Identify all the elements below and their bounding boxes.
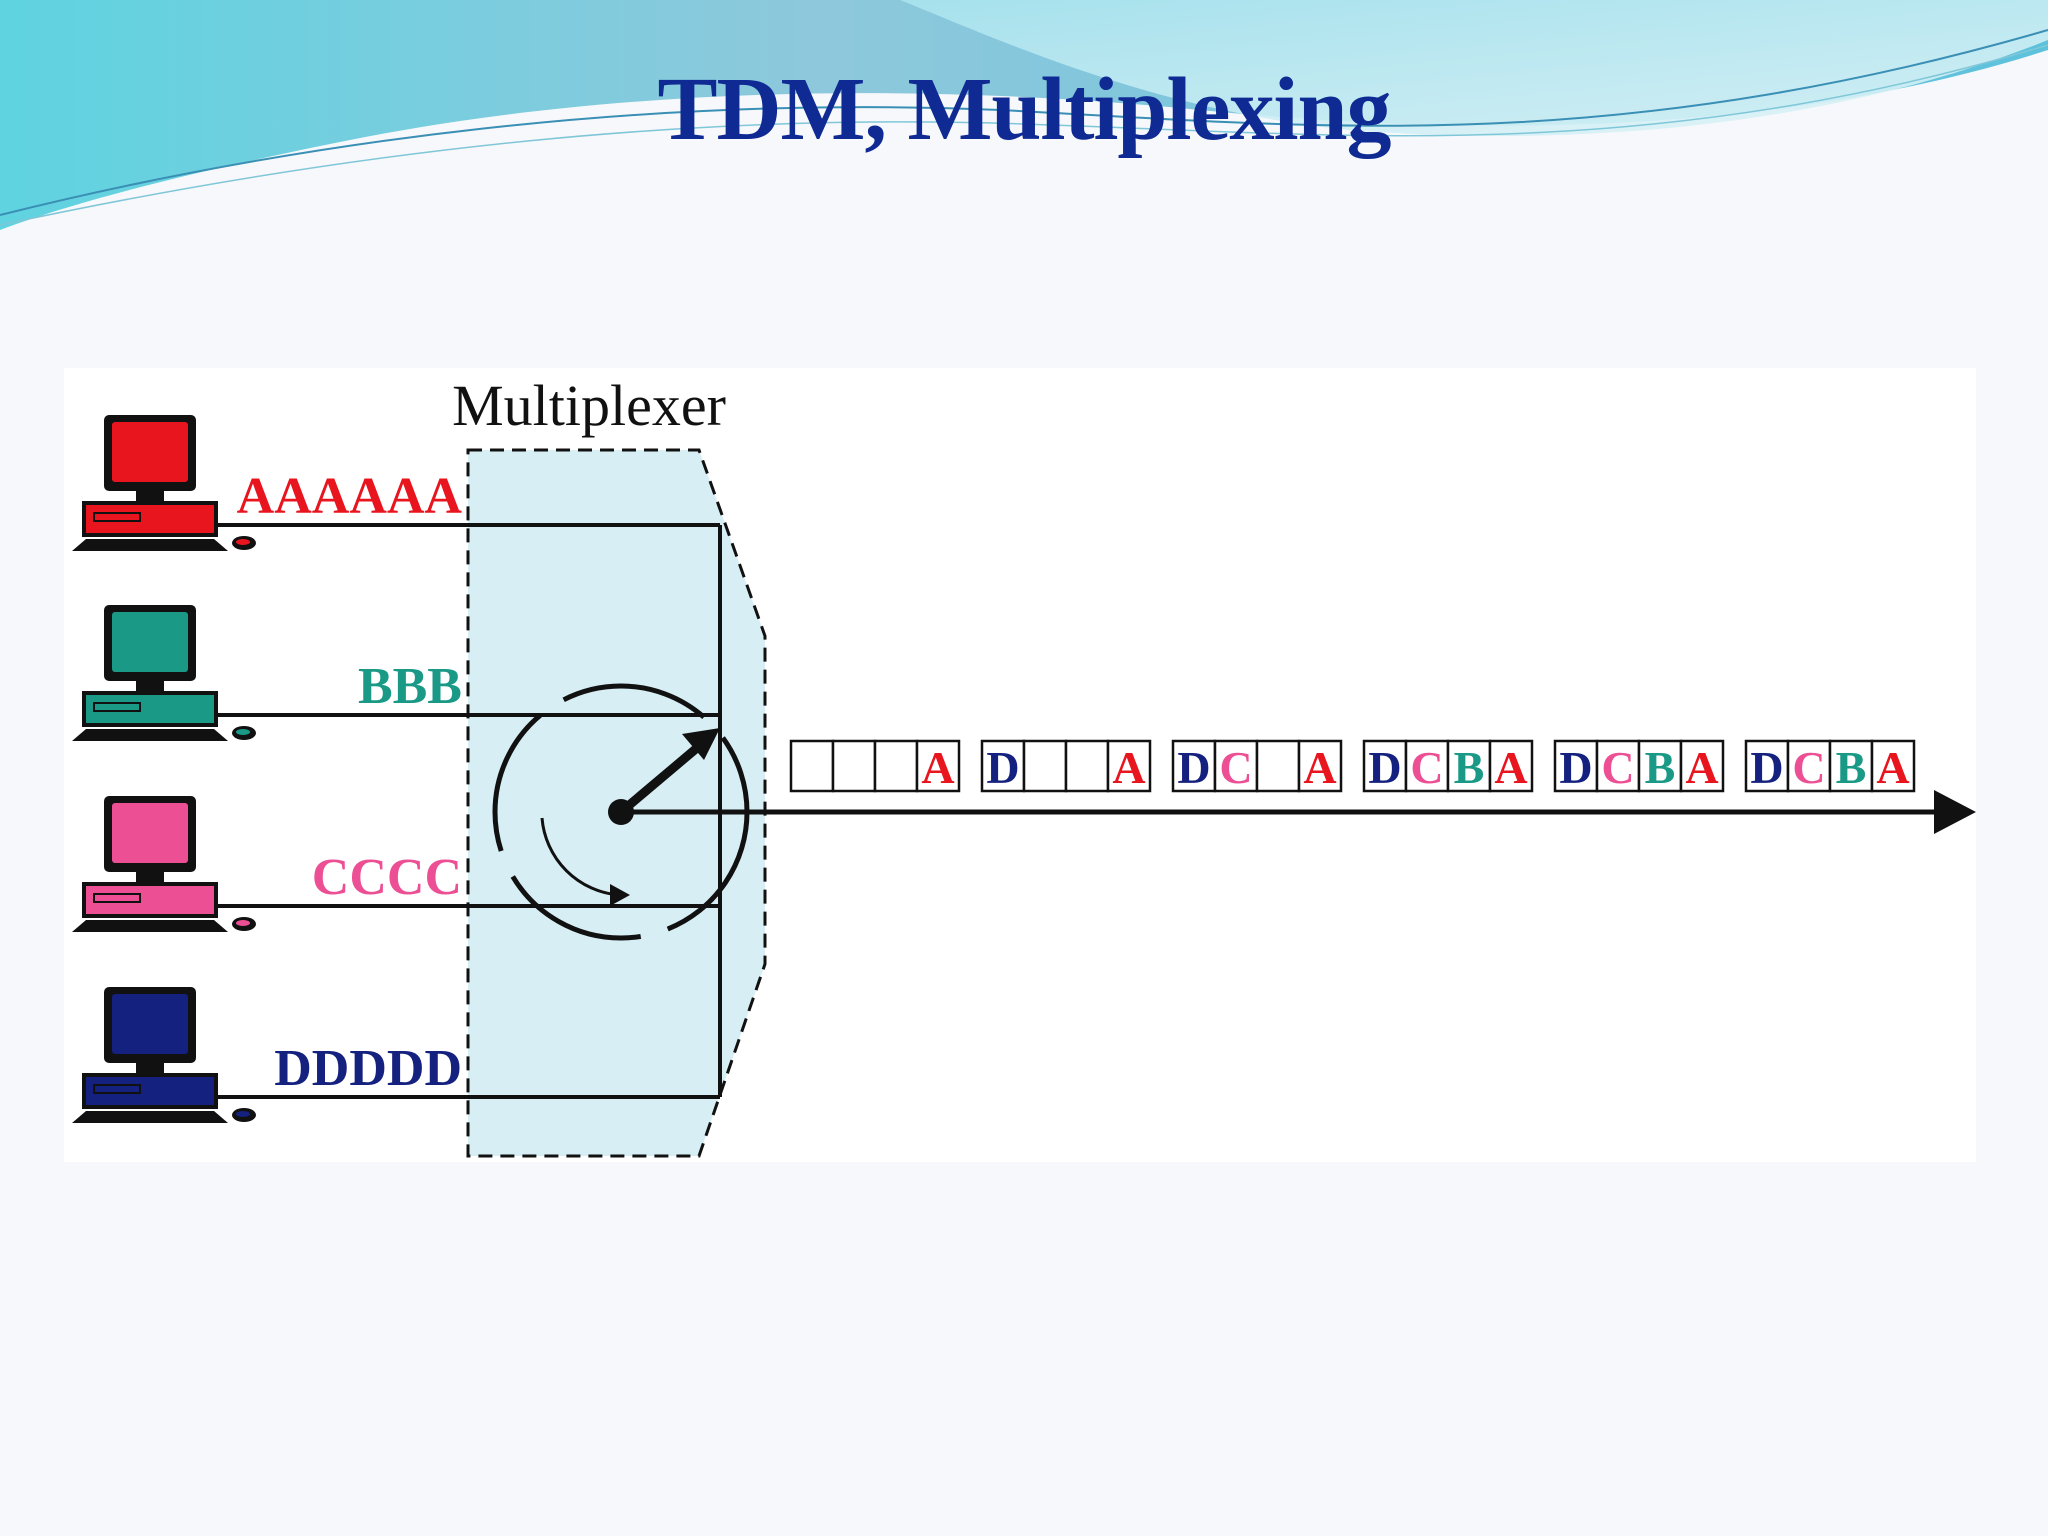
switch-pointer-head bbox=[682, 728, 720, 760]
drive-slot bbox=[93, 893, 141, 903]
frame-slot bbox=[1870, 739, 1916, 793]
source-label: AAAAAA bbox=[237, 468, 463, 525]
switch-pointer bbox=[618, 738, 707, 816]
computer-case-face bbox=[86, 695, 214, 723]
mouse-highlight bbox=[236, 729, 250, 735]
keyboard-icon bbox=[72, 920, 228, 932]
frame-slot bbox=[1297, 739, 1343, 793]
frame-slot bbox=[980, 739, 1026, 793]
monitor-stand bbox=[136, 872, 164, 882]
frame-slot bbox=[1106, 739, 1152, 793]
output-arrowhead bbox=[1934, 790, 1976, 834]
header-wave-banner bbox=[0, 0, 2048, 230]
monitor-screen bbox=[112, 803, 188, 863]
frame-slot bbox=[1064, 739, 1110, 793]
frame-slot-letter: D bbox=[986, 742, 1019, 793]
frame-slot bbox=[1637, 739, 1683, 793]
source-label: CCCC bbox=[312, 849, 462, 906]
frame-slot bbox=[1595, 739, 1641, 793]
frame-slot bbox=[1679, 739, 1725, 793]
source-label: DDDDD bbox=[274, 1040, 462, 1097]
source-1: AAAAAA bbox=[72, 415, 720, 551]
frame-slot-letter: A bbox=[1303, 742, 1336, 793]
frame-slot-letter: C bbox=[1601, 742, 1634, 793]
frame-slot-letter: B bbox=[1645, 742, 1676, 793]
mouse-highlight bbox=[236, 1111, 250, 1117]
mouse-highlight bbox=[236, 539, 250, 545]
frame-slot bbox=[1488, 739, 1534, 793]
monitor-screen bbox=[112, 612, 188, 672]
frame-slot bbox=[873, 739, 919, 793]
frame-slot-letter: D bbox=[1559, 742, 1592, 793]
slide-title: TDM, Multiplexing bbox=[657, 60, 1391, 159]
frame-slot bbox=[789, 739, 835, 793]
frame-slot-letter: D bbox=[1750, 742, 1783, 793]
frame-slot bbox=[1786, 739, 1832, 793]
mouse-highlight bbox=[236, 920, 250, 926]
multiplexer-label: Multiplexer bbox=[452, 373, 726, 438]
computer-case-face bbox=[86, 886, 214, 914]
frame-slot bbox=[1213, 739, 1259, 793]
rotation-arrowhead bbox=[610, 884, 630, 906]
frame-slot-letter: B bbox=[1836, 742, 1867, 793]
source-3: CCCC bbox=[72, 796, 720, 932]
monitor-stand bbox=[136, 681, 164, 691]
frame-slot-letter: A bbox=[1494, 742, 1527, 793]
drive-slot bbox=[93, 702, 141, 712]
source-label: BBB bbox=[358, 658, 462, 715]
monitor-stand bbox=[136, 1063, 164, 1073]
monitor-screen bbox=[112, 994, 188, 1054]
frame-slot bbox=[831, 739, 877, 793]
frame-slot bbox=[1362, 739, 1408, 793]
source-2: BBB bbox=[72, 605, 720, 741]
keyboard-icon bbox=[72, 729, 228, 741]
frame-slot-letter: C bbox=[1792, 742, 1825, 793]
frame-slot bbox=[1255, 739, 1301, 793]
rotation-direction-arrow bbox=[540, 817, 620, 897]
source-4: DDDDD bbox=[72, 987, 720, 1123]
frame-slot bbox=[1022, 739, 1068, 793]
monitor-screen bbox=[112, 422, 188, 482]
frame-slot bbox=[915, 739, 961, 793]
frame-slot-letter: A bbox=[1112, 742, 1145, 793]
tdm-frame: A bbox=[789, 739, 961, 793]
frame-slot-letter: B bbox=[1454, 742, 1485, 793]
frame-slot-letter: C bbox=[1410, 742, 1443, 793]
drive-slot bbox=[93, 1084, 141, 1094]
keyboard-icon bbox=[72, 1111, 228, 1123]
keyboard-icon bbox=[72, 539, 228, 551]
frame-slot-letter: C bbox=[1219, 742, 1252, 793]
frame-slot-letter: A bbox=[921, 742, 954, 793]
drive-slot bbox=[93, 512, 141, 522]
frame-slot-letter: A bbox=[1685, 742, 1718, 793]
frame-slot-letter: A bbox=[1876, 742, 1909, 793]
computer-case-face bbox=[86, 505, 214, 533]
monitor-stand bbox=[136, 491, 164, 501]
frame-slot-letter: D bbox=[1368, 742, 1401, 793]
computer-case-face bbox=[86, 1077, 214, 1105]
frame-slot-letter: D bbox=[1177, 742, 1210, 793]
